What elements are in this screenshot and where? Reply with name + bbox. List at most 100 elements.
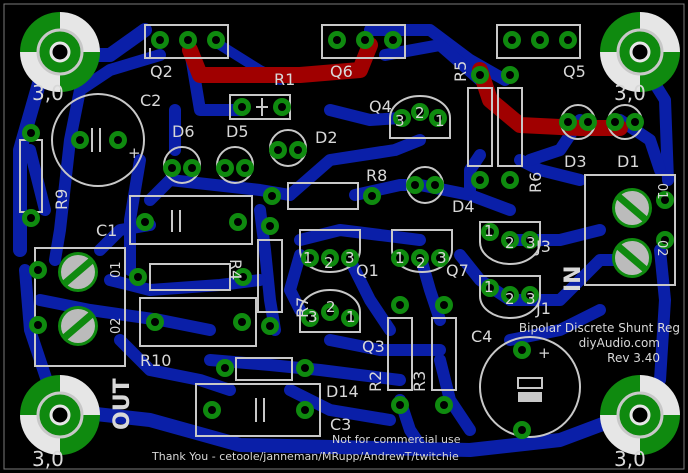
terminal-screws <box>58 188 652 346</box>
pad-hole <box>268 192 276 200</box>
q3-pin3: 3 <box>308 308 318 326</box>
r3-label: R3 <box>410 371 429 392</box>
mount-label-bl: 3,0 <box>32 447 64 471</box>
thanks-label: Thank You - cetoole/janneman/MRupp/Andre… <box>151 450 459 463</box>
r4-label: R4 <box>226 259 245 280</box>
pad-hole <box>440 401 448 409</box>
pad-hole <box>431 181 439 189</box>
pad-hole <box>434 114 442 122</box>
connector-labels: IN OUT 01 02 01 02 <box>109 183 669 430</box>
component-pads <box>22 31 674 439</box>
pad-hole <box>346 314 354 322</box>
j3-outline <box>479 221 541 265</box>
q7-pin2: 2 <box>416 254 426 272</box>
pad-hole <box>156 36 164 44</box>
d14-outline <box>235 357 293 381</box>
r-mid-outline <box>149 263 231 291</box>
mount-hole-bl <box>20 375 100 455</box>
pad-hole <box>518 426 526 434</box>
pad-hole <box>151 318 159 326</box>
pad-hole <box>506 291 514 299</box>
pad-hole <box>661 196 669 204</box>
pad-hole <box>238 103 246 111</box>
mounting-holes <box>20 12 680 455</box>
q7-pin3: 3 <box>437 249 447 267</box>
j1-pin3: 3 <box>526 290 536 308</box>
pad-hole <box>306 314 314 322</box>
out-pin1-label: 01 <box>109 261 124 278</box>
pad-hole <box>266 322 274 330</box>
j3-pin1: 1 <box>484 222 494 240</box>
title-line2: diyAudio.com <box>579 336 660 350</box>
j1-outline <box>479 275 541 319</box>
pad-hole <box>221 364 229 372</box>
r9-label: R9 <box>52 189 71 210</box>
pad-hole <box>564 118 572 126</box>
pad-hole <box>34 321 42 329</box>
d4-label: D4 <box>452 197 475 216</box>
pad-hole <box>27 129 35 137</box>
pad-hole <box>526 291 534 299</box>
pad-hole <box>306 254 314 262</box>
q5-outline <box>496 24 581 59</box>
pad-hole <box>346 254 354 262</box>
j3-pin2: 2 <box>505 234 515 252</box>
pad-hole <box>564 36 572 44</box>
pad-hole <box>301 364 309 372</box>
j1-pin1: 1 <box>484 278 494 296</box>
pad-hole <box>440 301 448 309</box>
q5-label: Q5 <box>563 62 586 81</box>
j3-pin3: 3 <box>526 234 536 252</box>
q1-pin3: 3 <box>345 249 355 267</box>
footer-text: Not for commercial use Thank You - cetoo… <box>151 433 461 463</box>
not-commercial-label: Not for commercial use <box>332 433 461 446</box>
pad-hole <box>506 71 514 79</box>
c3-outline <box>195 383 321 437</box>
j1-pin2: 2 <box>505 290 515 308</box>
pin-number-labels: 3 2 1 1 2 3 1 2 3 1 2 3 1 2 3 3 2 1 <box>303 104 536 326</box>
mount-label-br: 3,0 <box>614 447 646 471</box>
pad-hole <box>396 401 404 409</box>
pad-hole <box>221 164 229 172</box>
d14-label: D14 <box>326 382 359 401</box>
pad-hole <box>506 176 514 184</box>
in-terminal-outline <box>584 174 676 286</box>
out-connector-label: OUT <box>110 378 135 430</box>
mount-hole-tl <box>20 12 100 92</box>
pad-hole <box>134 273 142 281</box>
pad-hole <box>76 136 84 144</box>
pad-hole <box>188 164 196 172</box>
q3-outline <box>299 289 361 333</box>
r7-label: R7 <box>293 297 312 318</box>
q6-outline <box>321 24 406 59</box>
mount-hole-br <box>600 375 680 455</box>
pad-hole <box>278 103 286 111</box>
r10-label: R10 <box>140 351 171 370</box>
in-pin2-label: 02 <box>654 240 669 257</box>
q3-pin2: 2 <box>326 298 336 316</box>
pad-hole <box>184 36 192 44</box>
pad-hole <box>239 273 247 281</box>
q4-pin3: 3 <box>395 112 405 130</box>
pad-hole <box>368 192 376 200</box>
q1-label: Q1 <box>356 261 379 280</box>
pad-hole <box>294 146 302 154</box>
pad-hole <box>208 406 216 414</box>
c4-plus: + <box>538 344 551 362</box>
pad-hole <box>416 108 424 116</box>
d6-label: D6 <box>172 122 195 141</box>
r5-label: R5 <box>451 61 470 82</box>
r8-outline <box>287 182 359 210</box>
q4-pin2: 2 <box>415 104 425 122</box>
pad-hole <box>476 71 484 79</box>
pad-hole <box>661 236 669 244</box>
q7-label: Q7 <box>446 261 469 280</box>
pad-hole <box>396 301 404 309</box>
r2-label: R2 <box>366 371 385 392</box>
pad-hole <box>536 36 544 44</box>
pad-hole <box>398 114 406 122</box>
c1-label: C1 <box>96 221 117 240</box>
c4-label: C4 <box>471 327 492 346</box>
pad-hole <box>631 118 639 126</box>
c1-outline <box>129 195 253 245</box>
